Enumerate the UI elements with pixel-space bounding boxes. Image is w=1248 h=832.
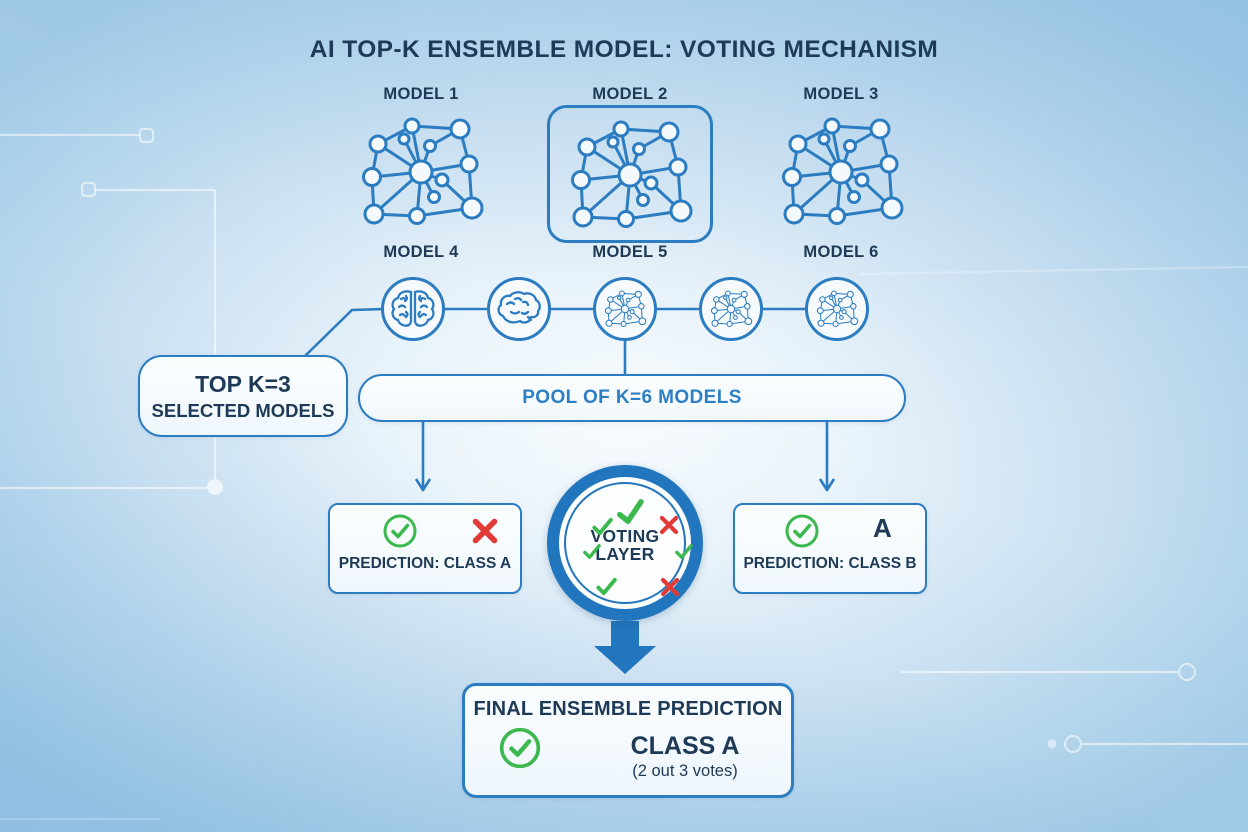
voting-line1: VOTING: [590, 526, 660, 546]
model-4-label: MODEL 4: [383, 243, 459, 261]
model-3-label: MODEL 3: [803, 85, 879, 103]
vote-x-icon: [660, 577, 680, 597]
final-title: FINAL ENSEMBLE PREDICTION: [473, 698, 783, 720]
vote-check-icon: [592, 517, 613, 536]
model-network-3: [782, 117, 904, 225]
model-network-1: [362, 117, 484, 225]
pool-label: POOL OF K=6 MODELS: [522, 387, 742, 408]
page-title: AI TOP-K ENSEMBLE MODEL: VOTING MECHANIS…: [309, 36, 939, 63]
vote-check-icon: [596, 577, 617, 596]
class-a-letter: A: [873, 513, 892, 543]
top-k-line2: SELECTED MODELS: [151, 399, 335, 421]
prediction-b-label: PREDICTION: CLASS B: [743, 555, 917, 572]
vote-check-icon: [583, 544, 601, 559]
vote-check-icon: [615, 499, 645, 525]
vote-check-icon: [675, 544, 693, 559]
final-votes-label: (2 out 3 votes): [632, 762, 738, 780]
voting-inner-ring: [564, 482, 686, 604]
voting-line2: LAYER: [595, 544, 655, 565]
model-6-label: MODEL 6: [803, 243, 879, 261]
model-1-label: MODEL 1: [383, 85, 459, 103]
check-circle-icon: [498, 726, 542, 770]
pool-of-models-pill: POOL OF K=6 MODELS: [358, 374, 906, 422]
model-pool-icons: [381, 277, 869, 341]
top-k-selected-box: TOP K=3 SELECTED MODELS: [138, 355, 348, 437]
vote-x-icon: [659, 515, 679, 535]
prediction-a-label: PREDICTION: CLASS A: [338, 555, 512, 572]
check-circle-icon: [785, 514, 819, 548]
down-arrow: [594, 621, 656, 674]
model-2-label: MODEL 2: [592, 85, 668, 103]
top-k-line1: TOP K=3: [195, 371, 291, 398]
model-5-label: MODEL 5: [592, 243, 668, 261]
final-class-label: CLASS A: [630, 732, 740, 760]
check-circle-icon: [383, 514, 417, 548]
prediction-class-a-box: PREDICTION: CLASS A: [328, 503, 522, 594]
voting-layer-circle: VOTING LAYER: [547, 465, 703, 621]
connector-lines: [304, 307, 836, 492]
model-network-2: [571, 120, 693, 228]
prediction-class-b-box: A PREDICTION: CLASS B: [733, 503, 927, 594]
final-prediction-box: FINAL ENSEMBLE PREDICTION CLASS A (2 out…: [462, 683, 794, 798]
selected-model-border: [547, 105, 713, 243]
x-icon: [470, 516, 500, 546]
